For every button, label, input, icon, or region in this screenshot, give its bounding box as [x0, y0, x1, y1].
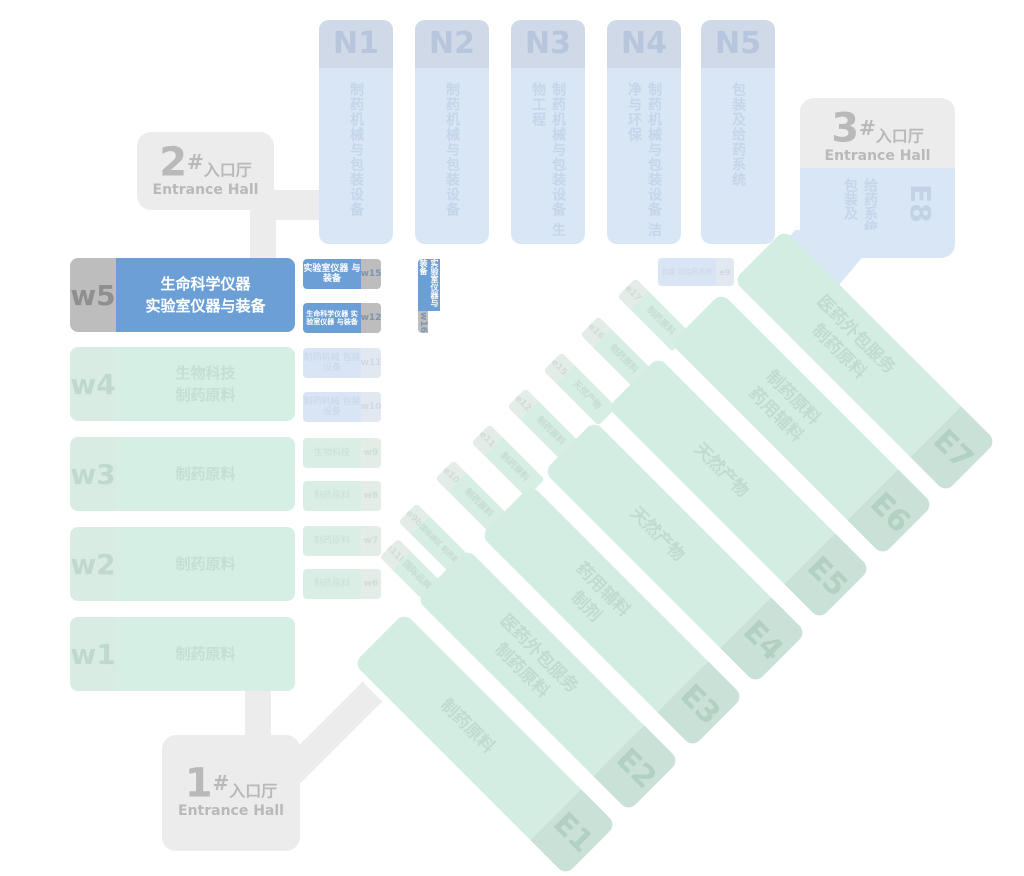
hall-n4-id: N4 [607, 20, 681, 68]
hall-2-en: Entrance Hall [152, 182, 259, 199]
hall-w8-text: 制药原料 [303, 481, 361, 511]
hall-w7[interactable]: 制药原料 w7 [303, 526, 381, 556]
hall-w3-id: w3 [70, 437, 116, 511]
connector-hall1-west [245, 690, 271, 740]
hall-n4-text: 制药机械与包装设备 洁净与环保 [626, 82, 662, 238]
hall-w16[interactable]: 实验室仪器与装备 w16 [418, 259, 450, 333]
hall-e1-line1: 制药原料 [436, 695, 499, 758]
hall-n4[interactable]: N4 制药机械与包装设备 洁净与环保 [607, 20, 681, 244]
hall-w9-text: 生物科技 [303, 438, 361, 468]
hall-w15-text: 实验室仪器 与装备 [303, 259, 361, 289]
e8-line2: 给药系统 [862, 178, 878, 234]
hall-1-number: 1 [184, 760, 213, 807]
entrance-hall-1: 1#入口厅 Entrance Hall [162, 735, 300, 851]
hall-w5-line1: 生命科学仪器 [160, 275, 251, 293]
hall-2-zh: 入口厅 [203, 160, 252, 180]
hall-n3-text: 制药机械与包装设备 生物工程 [530, 82, 566, 238]
hall-n1[interactable]: N1 制药机械与包装设备 [319, 20, 393, 244]
e8-line1: 包装及 [842, 178, 858, 220]
hall-n1-text: 制药机械与包装设备 [348, 82, 364, 217]
entrance-hall-3: 3#入口厅 Entrance Hall [800, 98, 955, 178]
hall-w4[interactable]: w4 生物科技制药原料 [70, 347, 295, 421]
hall-w7-text: 制药原料 [303, 526, 361, 556]
hall-w6-text: 制药原料 [303, 569, 361, 599]
hall-e8: 包装及 给药系统 E8 [800, 168, 955, 258]
hall-w1-id: w1 [70, 617, 116, 691]
hall-w9[interactable]: 生物科技 w9 [303, 438, 381, 468]
hall-1-zh: 入口厅 [229, 781, 278, 801]
hall-w8-id: w8 [361, 481, 381, 511]
hall-w11-text: 制药机械 包装设备 [303, 348, 361, 378]
hall-w12[interactable]: 生命科学仪器 实验室仪器 与装备 w12 [303, 303, 381, 333]
hall-w1-line1: 制药原料 [175, 645, 236, 663]
hall-e4-line1: 天然产物 [626, 503, 689, 566]
hall-3-mark: # [859, 116, 876, 140]
hall-1-en: Entrance Hall [178, 803, 284, 820]
hall-e9-box[interactable]: 包装 及给药系统 e9 [658, 258, 734, 286]
hall-w5-line2: 实验室仪器与装备 [145, 297, 266, 315]
hall-n2-id: N2 [415, 20, 489, 68]
e8-id: E8 [904, 184, 937, 223]
hall-w6-id: w6 [361, 569, 381, 599]
hall-2-number: 2 [159, 139, 188, 186]
hall-n5[interactable]: N5 包装及给药系统 [701, 20, 775, 244]
hall-w12-text: 生命科学仪器 实验室仪器 与装备 [303, 303, 361, 333]
hall-w7-id: w7 [361, 526, 381, 556]
hall-w3-line1: 制药原料 [175, 465, 236, 483]
hall-n5-text: 包装及给药系统 [730, 82, 746, 187]
hall-n3-id: N3 [511, 20, 585, 68]
hall-w5-id: w5 [70, 258, 116, 332]
hall-3-number: 3 [831, 105, 860, 152]
hall-w15[interactable]: 实验室仪器 与装备 w15 [303, 259, 381, 289]
hall-e15-text: 天然产物 [555, 364, 617, 426]
hall-w6[interactable]: 制药原料 w6 [303, 569, 381, 599]
hall-w11-id: w11 [361, 348, 381, 378]
hall-e9-box-text: 包装 及给药系统 [658, 258, 716, 286]
hall-w2-line1: 制药原料 [175, 555, 236, 573]
hall-n2[interactable]: N2 制药机械与包装设备 [415, 20, 489, 244]
entrance-hall-2: 2#入口厅 Entrance Hall [137, 132, 274, 210]
hall-w15-id: w15 [361, 259, 381, 289]
hall-w4-id: w4 [70, 347, 116, 421]
hall-n3[interactable]: N3 制药机械与包装设备 生物工程 [511, 20, 585, 244]
hall-w4-line1: 生物科技 [175, 364, 236, 382]
hall-e5-line1: 天然产物 [690, 439, 753, 502]
connector-hall2-west [250, 200, 276, 260]
hall-e11[interactable]: e11 制药原料 [471, 424, 545, 498]
hall-3-en: Entrance Hall [824, 148, 931, 165]
hall-w10-text: 制药机械 包装设备 [303, 392, 361, 422]
hall-n5-id: N5 [701, 20, 775, 68]
hall-e9-box-id: e9 [716, 258, 734, 286]
hall-w10-id: w10 [361, 392, 381, 422]
hall-w16-id: w16 [418, 311, 428, 333]
hall-w5[interactable]: w5 生命科学仪器实验室仪器与装备 [70, 258, 295, 332]
hall-w11[interactable]: 制药机械 包装设备 w11 [303, 348, 381, 378]
hall-n2-text: 制药机械与包装设备 [444, 82, 460, 217]
hall-w1[interactable]: w1 制药原料 [70, 617, 295, 691]
hall-2-mark: # [187, 150, 204, 174]
hall-w12-id: w12 [361, 303, 381, 333]
hall-w8[interactable]: 制药原料 w8 [303, 481, 381, 511]
hall-w10[interactable]: 制药机械 包装设备 w10 [303, 392, 381, 422]
hall-w2-id: w2 [70, 527, 116, 601]
hall-w4-line2: 制药原料 [175, 386, 236, 404]
hall-e15[interactable]: e15 天然产物 [543, 352, 617, 426]
hall-w2[interactable]: w2 制药原料 [70, 527, 295, 601]
hall-1-mark: # [212, 771, 230, 795]
hall-w9-id: w9 [361, 438, 381, 468]
hall-w16-text: 实验室仪器与装备 [418, 259, 440, 311]
hall-w3[interactable]: w3 制药原料 [70, 437, 295, 511]
hall-3-zh: 入口厅 [875, 126, 924, 146]
hall-n1-id: N1 [319, 20, 393, 68]
